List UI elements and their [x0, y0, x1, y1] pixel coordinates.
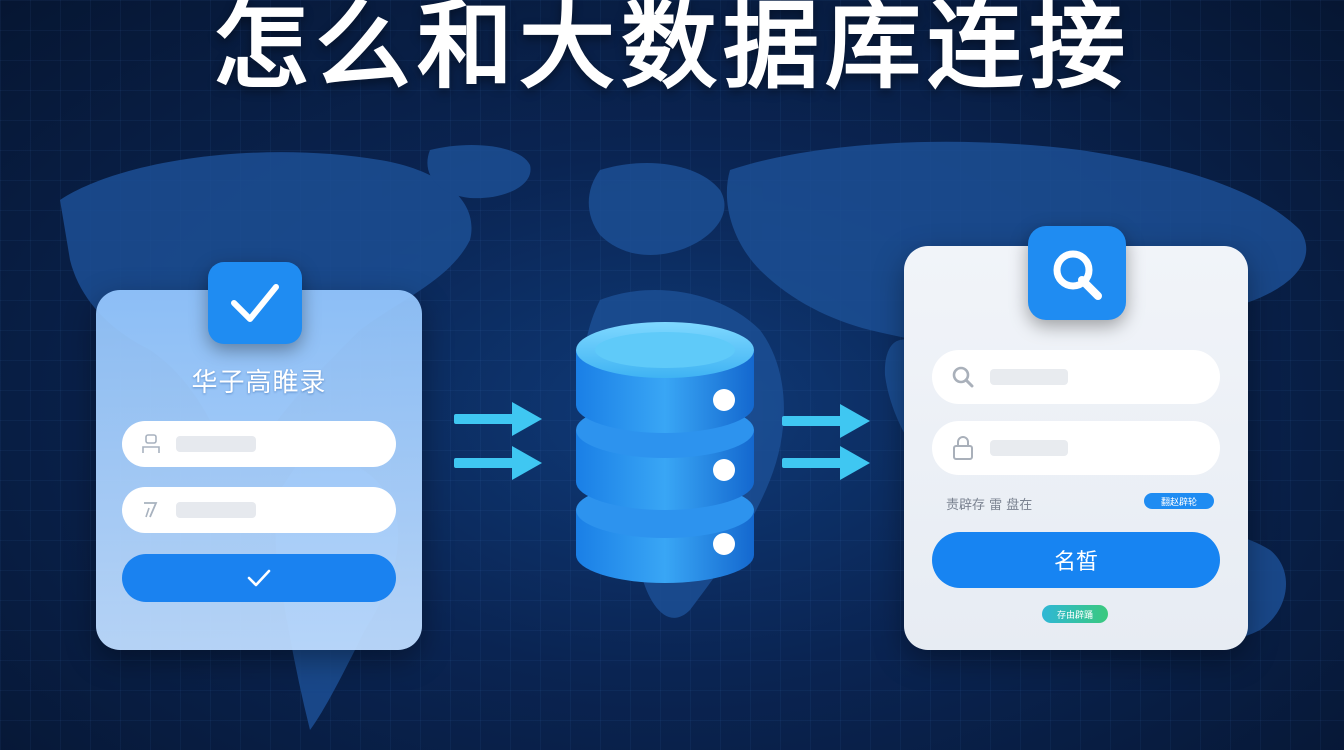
- arrow-right-icon: [782, 404, 870, 480]
- search-icon: [952, 366, 974, 388]
- search-placeholder: [990, 369, 1068, 385]
- database-icon: [576, 322, 754, 583]
- arrow-right-icon: [454, 402, 542, 480]
- page-title: 怎么和大数据库连接: [213, 0, 1131, 102]
- checkmark-icon: [247, 569, 271, 587]
- lock-icon: [953, 436, 973, 460]
- username-field[interactable]: [122, 421, 396, 467]
- checkmark-icon: [231, 284, 279, 322]
- search-field[interactable]: [932, 350, 1220, 404]
- forgot-password-link[interactable]: 翻赵辟轮: [1144, 493, 1214, 509]
- user-icon: [142, 434, 160, 453]
- password-placeholder-right: [990, 440, 1068, 456]
- username-placeholder: [176, 436, 256, 452]
- checkmark-badge: [208, 262, 302, 344]
- login-card-title: 华子高睢录: [191, 368, 327, 398]
- search-badge: [1028, 226, 1126, 320]
- search-icon: [1053, 250, 1102, 300]
- remember-me-label[interactable]: 责辟存 雷 盘在: [946, 498, 1033, 513]
- key-icon: [144, 502, 158, 518]
- confirm-button[interactable]: [122, 554, 396, 602]
- login-button[interactable]: 名皙: [932, 532, 1220, 588]
- password-field[interactable]: [122, 487, 396, 533]
- register-link[interactable]: 存由辟踊: [1042, 605, 1108, 623]
- password-placeholder: [176, 502, 256, 518]
- password-field-right[interactable]: [932, 421, 1220, 475]
